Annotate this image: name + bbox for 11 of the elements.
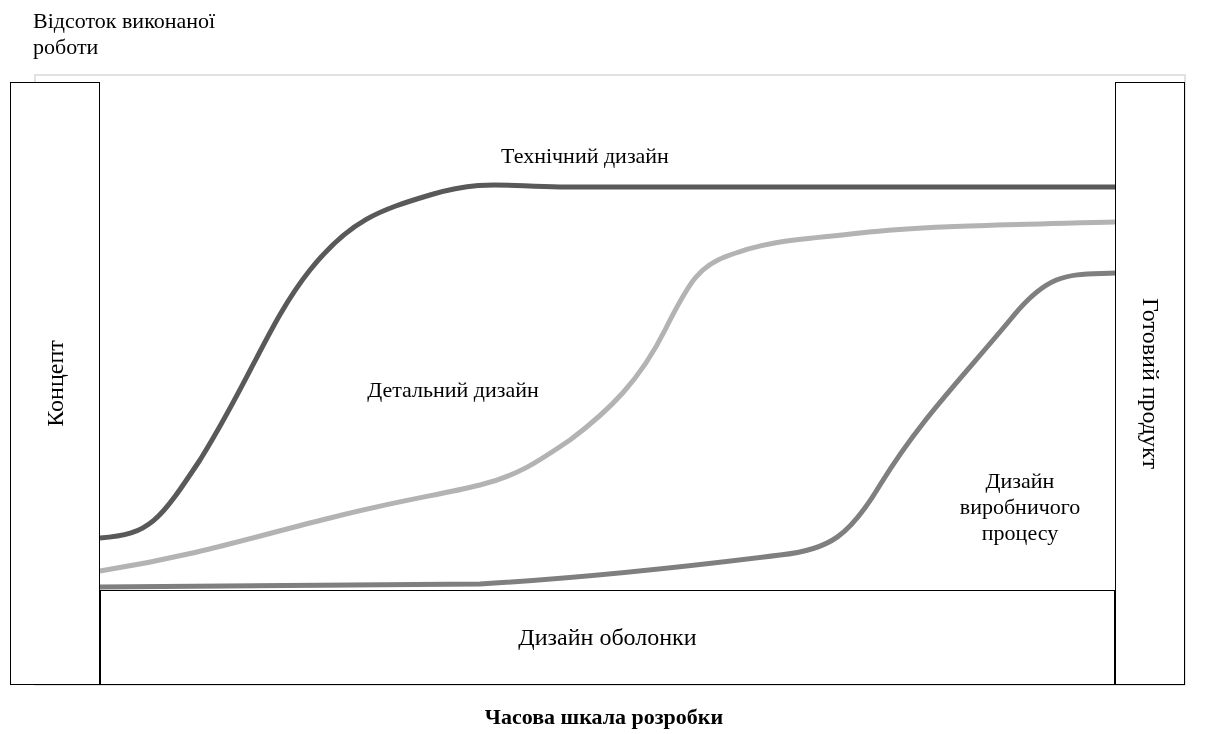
curve-label: Дизайн виробничого процесу <box>958 468 1082 546</box>
product-box <box>1115 82 1185 685</box>
concept-box <box>10 82 100 685</box>
curve-label: Технічний дизайн <box>500 143 670 169</box>
box-label: Концепт <box>41 340 69 427</box>
box-label: Дизайн оболонки <box>518 624 697 651</box>
axis-title: Відсоток виконаної роботи <box>33 8 217 60</box>
axis-title: Часова шкала розробки <box>483 704 725 730</box>
box-label: Готовий продукт <box>1136 298 1164 469</box>
curve-label: Детальний дизайн <box>366 377 540 403</box>
process-box <box>100 590 1115 685</box>
